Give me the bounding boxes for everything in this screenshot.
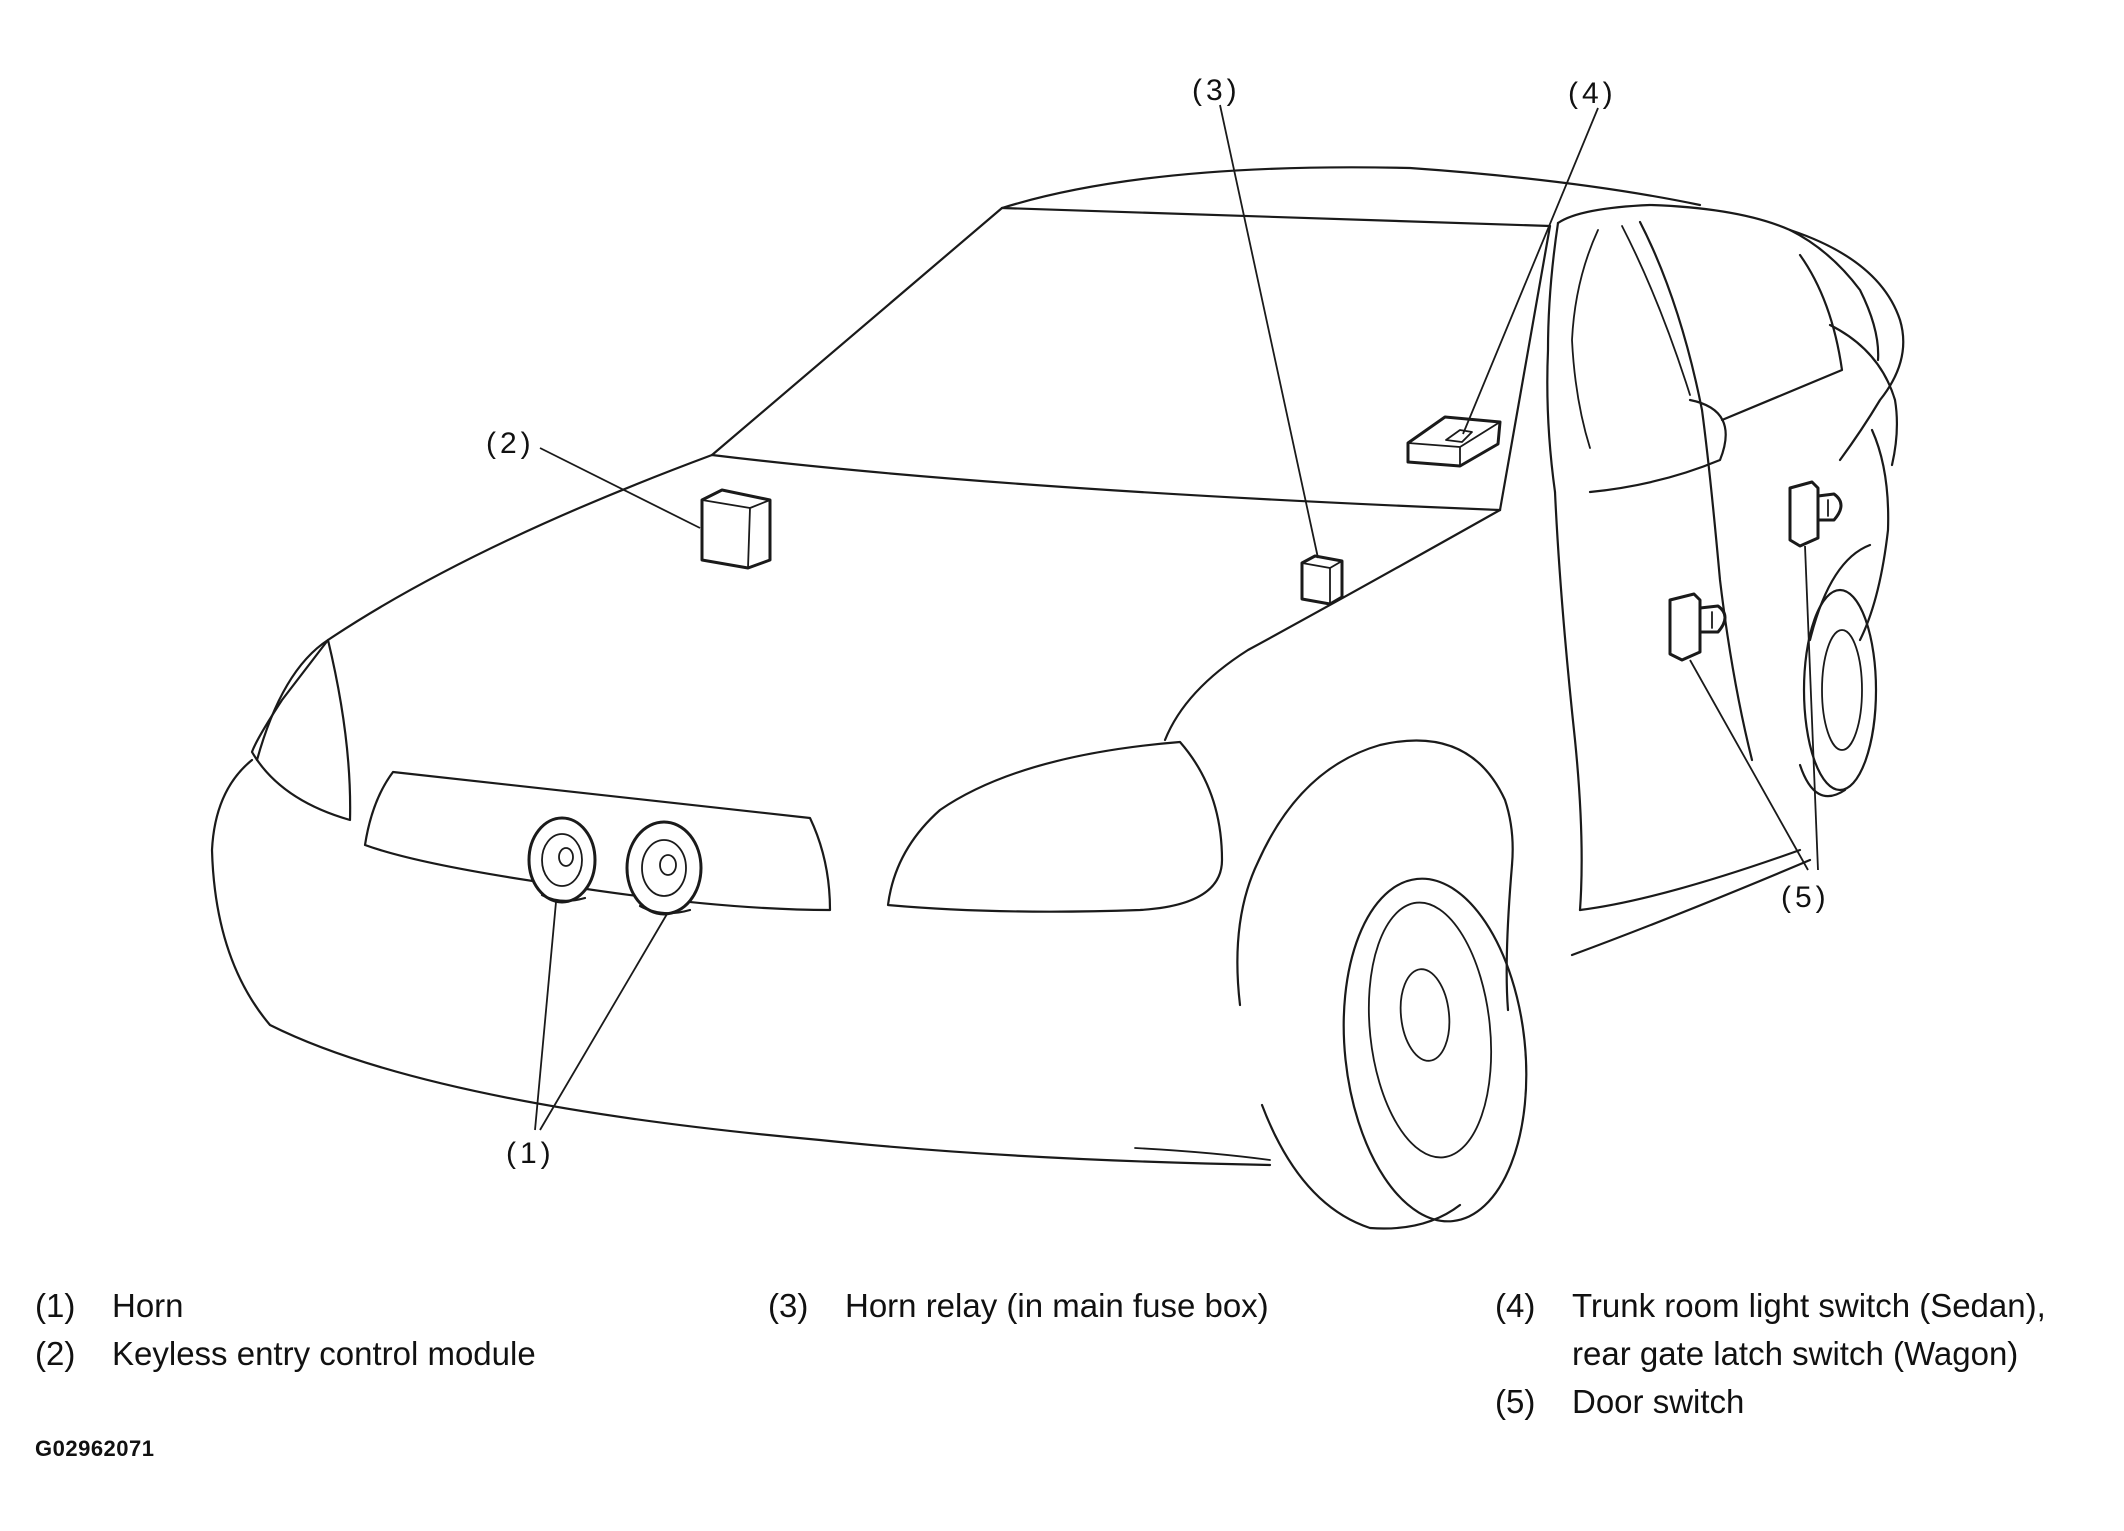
legend-item-trunk-switch-continued: rear gate latch switch (Wagon): [1495, 1330, 2046, 1378]
windshield-right-edge: [1498, 224, 1552, 512]
rocker-upper: [1578, 848, 1802, 912]
leader-4: [1462, 107, 1599, 435]
horn-right: [625, 820, 703, 916]
legend-label: Horn relay (in main fuse box): [845, 1287, 1269, 1324]
trunk-room-light-switch: [1406, 415, 1502, 468]
a-pillar-outer: [1546, 221, 1560, 494]
left-headlamp: [250, 638, 352, 822]
front-bumper: [210, 758, 1272, 1167]
rear-fender-edge: [1858, 428, 1890, 642]
rear-window-lower: [1720, 253, 1844, 422]
legend-column-3: (4) Trunk room light switch (Sedan), rea…: [1495, 1282, 2046, 1426]
front-tire-outer: [1342, 877, 1528, 1223]
legend-item-door-switch: (5) Door switch: [1495, 1378, 2046, 1426]
figure-code: G02962071: [35, 1436, 155, 1461]
a-pillar-inner: [1571, 229, 1599, 449]
c-pillar: [1788, 228, 1880, 362]
cowl-line: [710, 453, 1502, 512]
bumper-lower-edge: [1134, 1147, 1271, 1161]
front-tire-bottom: [1260, 1103, 1462, 1230]
b-pillar: [1638, 220, 1754, 762]
legend-label: Horn: [112, 1287, 184, 1324]
leader-1a: [534, 901, 557, 1131]
windshield-top-edge: [1000, 206, 1552, 228]
rear-tire-inner: [1821, 629, 1863, 751]
callout-5: (5): [1781, 881, 1830, 914]
legend-label: rear gate latch switch (Wagon): [1572, 1335, 2019, 1372]
vehicle-component-location-diagram: (3) (4) (2) (5) (1): [210, 74, 1905, 1230]
front-window-top: [1556, 203, 1792, 232]
legend-number: (3): [768, 1287, 809, 1324]
legend-number: (2): [35, 1335, 76, 1372]
door-switch-rear: [1788, 480, 1843, 548]
rear-quarter-upper: [1788, 228, 1905, 462]
keyless-entry-control-module: [700, 488, 772, 570]
right-headlamp: [886, 740, 1224, 913]
side-mirror: [1588, 398, 1727, 494]
legend-number: (4): [1495, 1287, 1536, 1324]
roof-line: [1000, 166, 1702, 210]
legend-item-trunk-switch: (4) Trunk room light switch (Sedan),: [1495, 1282, 2046, 1330]
legend-column-2: (3) Horn relay (in main fuse box): [768, 1282, 1269, 1330]
legend-number: (5): [1495, 1383, 1536, 1420]
fender-rear-edge: [1505, 863, 1514, 1012]
callout-2: (2): [486, 427, 535, 460]
leader-5a: [1689, 659, 1809, 871]
legend-item-keyless-entry: (2) Keyless entry control module: [35, 1330, 536, 1378]
legend-column-1: (1) Horn (2) Keyless entry control modul…: [35, 1282, 536, 1378]
leader-lines: [534, 104, 1819, 1131]
legend-number: (1): [35, 1287, 76, 1324]
rear-tire-outer: [1802, 588, 1878, 792]
front-window-glass-edge: [1621, 225, 1691, 396]
hood-right-edge: [1163, 508, 1502, 742]
front-hub: [1399, 968, 1451, 1062]
leader-5b: [1804, 545, 1819, 871]
horn-left: [527, 816, 597, 904]
legend-label: Keyless entry control module: [112, 1335, 536, 1372]
rear-deck-edge: [1828, 323, 1898, 467]
leader-1b: [539, 913, 668, 1131]
front-door-leading-edge: [1553, 490, 1583, 912]
callout-1: (1): [506, 1137, 555, 1170]
legend-label: Trunk room light switch (Sedan),: [1572, 1287, 2046, 1324]
rear-tire-bottom: [1798, 763, 1847, 798]
door-switch-front: [1668, 592, 1727, 662]
legend-item-horn-relay: (3) Horn relay (in main fuse box): [768, 1282, 1269, 1330]
front-tire-inner: [1367, 901, 1493, 1159]
rear-wheel-arch: [1808, 543, 1872, 642]
leader-3: [1219, 104, 1319, 559]
windshield-left-edge: [710, 206, 1004, 457]
front-wheel-arch: [1236, 739, 1514, 1007]
legend-label: Door switch: [1572, 1383, 1745, 1420]
car-outline: [210, 166, 1905, 1230]
hood-left-edge: [255, 453, 714, 762]
callout-3: (3): [1192, 74, 1241, 107]
legend-item-horn: (1) Horn: [35, 1282, 536, 1330]
callout-4: (4): [1568, 77, 1617, 110]
rocker-lower: [1570, 858, 1812, 957]
grille-opening: [363, 770, 832, 912]
horn-relay: [1300, 554, 1344, 606]
leader-2: [539, 447, 701, 529]
